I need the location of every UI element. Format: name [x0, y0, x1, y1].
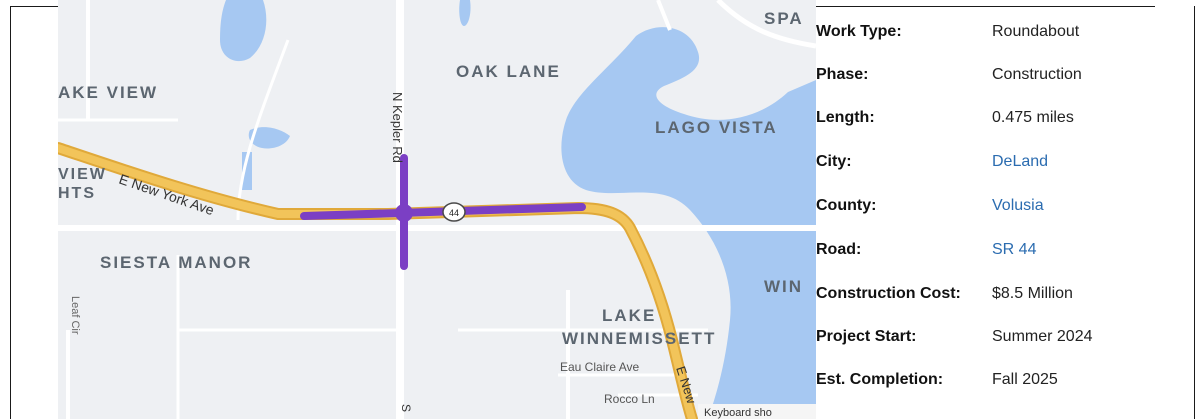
detail-value: $8.5 Million	[992, 285, 1073, 302]
detail-row-length: Length: 0.475 miles	[816, 104, 1074, 132]
left-border	[10, 6, 11, 419]
detail-label: Construction Cost:	[816, 285, 961, 302]
detail-row-road: Road: SR 44	[816, 236, 1036, 264]
detail-row-est-completion: Est. Completion: Fall 2025	[816, 366, 1058, 394]
detail-label: Project Start:	[816, 328, 917, 345]
route-44-label: 44	[449, 208, 459, 218]
detail-row-work-type: Work Type: Roundabout	[816, 18, 1079, 46]
map-canvas[interactable]: 44 OAK LANE AKE VIEW LAGO VISTA VIEW HTS…	[58, 0, 816, 419]
pond-small	[248, 127, 290, 149]
road-link[interactable]: SR 44	[992, 241, 1037, 258]
label-lago-vista: LAGO VISTA	[655, 118, 778, 137]
lake-top-center	[459, 0, 471, 26]
detail-row-project-start: Project Start: Summer 2024	[816, 323, 1093, 351]
label-siesta-manor: SIESTA MANOR	[100, 253, 252, 272]
label-winnemissett: WINNEMISSETT	[562, 329, 716, 348]
detail-label: County:	[816, 197, 877, 214]
highway-sr44-fill	[58, 144, 696, 419]
city-link[interactable]: DeLand	[992, 153, 1049, 170]
detail-row-county: County: Volusia	[816, 192, 1044, 220]
route-44-shield: 44	[442, 202, 466, 222]
keyboard-shortcuts-button[interactable]	[698, 404, 816, 419]
project-map[interactable]: 44 OAK LANE AKE VIEW LAGO VISTA VIEW HTS…	[58, 0, 816, 419]
right-border	[1194, 6, 1195, 419]
keyboard-shortcuts-label: Keyboard sho	[704, 407, 772, 419]
label-hts: HTS	[58, 185, 96, 202]
detail-value: 0.475 miles	[992, 109, 1074, 126]
detail-row-construction-cost: Construction Cost: $8.5 Million	[816, 280, 1073, 308]
county-link[interactable]: Volusia	[992, 197, 1044, 214]
roundabout-marker[interactable]	[395, 204, 413, 222]
label-leaf-cir: Leaf Cir	[69, 296, 81, 335]
detail-value: Roundabout	[992, 23, 1080, 40]
detail-row-city: City: DeLand	[816, 148, 1048, 176]
label-rocco-ln: Rocco Ln	[604, 392, 655, 406]
label-lake: LAKE	[602, 306, 656, 325]
detail-label: City:	[816, 153, 852, 170]
label-spa: SPA	[764, 9, 804, 28]
detail-value: Fall 2025	[992, 371, 1058, 388]
detail-label: Work Type:	[816, 23, 902, 40]
label-lake-view: AKE VIEW	[58, 83, 158, 102]
label-eau-claire-ave: Eau Claire Ave	[560, 360, 639, 374]
label-win: WIN	[764, 277, 803, 296]
lake-winnemissett	[561, 27, 816, 419]
detail-label: Length:	[816, 109, 875, 126]
detail-value: Summer 2024	[992, 328, 1093, 345]
lake-top-left	[220, 0, 267, 62]
label-oak-lane: OAK LANE	[456, 62, 561, 81]
label-s: S	[399, 404, 413, 412]
detail-value: Construction	[992, 66, 1082, 83]
detail-label: Est. Completion:	[816, 371, 944, 388]
label-view: VIEW	[58, 166, 107, 183]
label-n-kepler-rd: N Kepler Rd	[390, 92, 405, 163]
detail-row-phase: Phase: Construction	[816, 61, 1082, 89]
pond-strip	[242, 152, 252, 190]
detail-label: Phase:	[816, 66, 869, 83]
detail-label: Road:	[816, 241, 862, 258]
